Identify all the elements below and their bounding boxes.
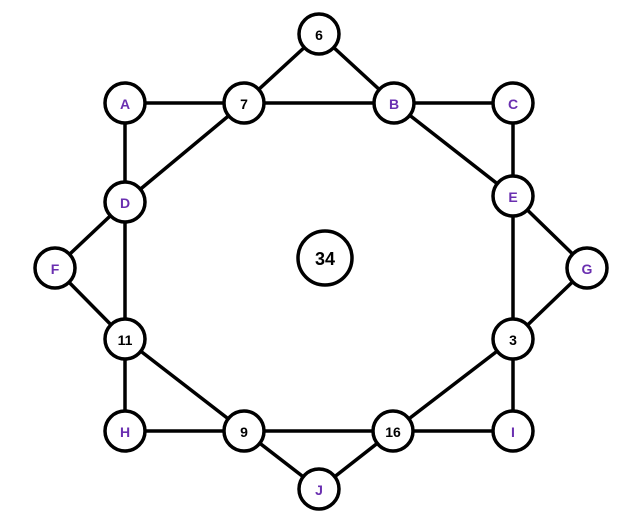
node-circle <box>103 317 147 361</box>
node-label: A <box>120 96 130 112</box>
node-3: 3 <box>491 317 535 361</box>
node-j: J <box>297 467 341 511</box>
node-h: H <box>103 409 147 453</box>
node-label: 11 <box>118 332 133 348</box>
node-label: 9 <box>240 424 248 440</box>
node-e: E <box>491 174 535 218</box>
node-circle <box>491 81 535 125</box>
node-circle <box>297 467 341 511</box>
node-label: D <box>120 195 130 211</box>
node-11: 11 <box>103 317 147 361</box>
node-6: 6 <box>297 12 341 56</box>
node-circle <box>222 409 266 453</box>
node-9: 9 <box>222 409 266 453</box>
node-circle <box>491 317 535 361</box>
node-g: G <box>565 246 609 290</box>
node-label: J <box>315 482 323 498</box>
edge-11-9 <box>123 337 246 433</box>
node-a: A <box>103 81 147 125</box>
node-circle <box>371 409 415 453</box>
node-circle <box>33 246 77 290</box>
nodes-layer: 6A 7 B C D E F G 11 3H 9 16 I J 34 <box>33 12 609 511</box>
node-circle <box>103 81 147 125</box>
node-label: 3 <box>509 332 517 348</box>
node-label: 34 <box>315 249 335 269</box>
node-circle <box>565 246 609 290</box>
node-label: B <box>389 96 399 112</box>
node-circle <box>296 229 354 287</box>
node-f: F <box>33 246 77 290</box>
node-circle <box>372 81 416 125</box>
node-label: H <box>120 424 130 440</box>
node-circle <box>103 409 147 453</box>
node-b: B <box>372 81 416 125</box>
node-label: G <box>582 261 593 277</box>
edge-D-7 <box>123 101 246 204</box>
node-circle <box>222 81 266 125</box>
node-label: F <box>51 261 60 277</box>
node-circle <box>297 12 341 56</box>
node-circle <box>103 180 147 224</box>
node-label: 7 <box>240 96 248 112</box>
node-label: 16 <box>385 424 401 440</box>
node-label: 6 <box>315 27 323 43</box>
node-circle <box>491 174 535 218</box>
node-d: D <box>103 180 147 224</box>
node-label: I <box>511 424 515 440</box>
node-i: I <box>491 409 535 453</box>
node-7: 7 <box>222 81 266 125</box>
node-c: C <box>491 81 535 125</box>
node-34: 34 <box>296 229 354 287</box>
edge-3-16 <box>391 337 515 433</box>
node-label: E <box>508 189 517 205</box>
edge-B-E <box>392 101 515 198</box>
node-label: C <box>508 96 518 112</box>
node-16: 16 <box>371 409 415 453</box>
node-circle <box>491 409 535 453</box>
